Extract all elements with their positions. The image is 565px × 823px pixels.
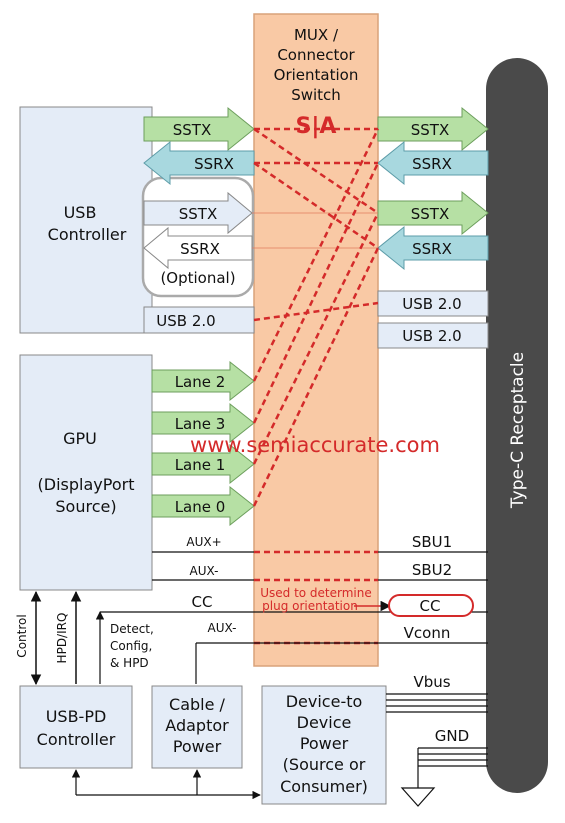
right-ssrx-label-2: SSRX <box>412 240 452 258</box>
lane-1-label: Lane 1 <box>175 456 226 474</box>
vconn-label: Vconn <box>404 624 451 642</box>
left-ssrx-arrow-1 <box>143 140 255 186</box>
right-sstx-label-1: SSTX <box>411 121 449 139</box>
watermark: www.semiaccurate.com <box>190 433 440 457</box>
detect-label-1: Detect, <box>110 622 154 636</box>
cable-power-label-1: Cable / <box>169 695 226 714</box>
right-ssrx-arrow-2 <box>377 225 489 271</box>
cable-adaptor-power-box <box>151 685 243 769</box>
cc-pill <box>388 594 474 617</box>
left-sstx-label-1: SSTX <box>173 121 211 139</box>
cable-power-label-3: Power <box>173 737 222 756</box>
right-usb2-label-2: USB 2.0 <box>402 327 461 345</box>
gnd-lines <box>417 747 488 788</box>
detect-label-2: Config, <box>110 639 152 653</box>
receptacle-label: Type-C Receptacle <box>508 352 528 509</box>
mux-switch <box>253 13 379 667</box>
control-label: Control <box>15 614 29 657</box>
left-sstx-label-2: SSTX <box>179 205 217 223</box>
gpu-label-1: GPU <box>63 429 97 448</box>
gpu-label-3: Source) <box>55 497 116 516</box>
device-power-label-4: (Source or <box>283 755 366 774</box>
mux-title-4: Switch <box>291 86 341 104</box>
mux-title-3: Orientation <box>274 66 359 84</box>
ground-symbol-icon <box>400 787 436 807</box>
mux-title-1: MUX / <box>294 26 339 44</box>
optional-label: (Optional) <box>160 269 235 287</box>
mux-title-2: Connector <box>277 46 355 64</box>
type-c-receptacle <box>486 58 548 793</box>
mux-crossing-lines <box>252 127 380 645</box>
hpd-irq-label: HPD/IRQ <box>55 613 69 664</box>
right-usb2-box-2 <box>377 322 489 349</box>
right-sstx-arrow-1 <box>377 106 489 152</box>
left-ssrx-arrow-2 <box>143 226 253 270</box>
orientation-note-1: Used to determine <box>260 586 372 600</box>
left-ssrx-label-2: SSRX <box>180 240 220 258</box>
vbus-lines <box>386 693 488 713</box>
right-ssrx-label-1: SSRX <box>412 155 452 173</box>
usb-controller-label-2: Controller <box>48 225 127 244</box>
lane-1-arrow <box>151 443 255 485</box>
lane-0-arrow <box>151 485 255 527</box>
aux-minus-label: AUX- <box>190 564 219 578</box>
cable-power-label-2: Adaptor <box>165 716 229 735</box>
usb-controller-label-1: USB <box>64 203 97 222</box>
left-sstx-arrow-1 <box>143 106 255 152</box>
orientation-note-2: plug orientation <box>262 599 358 613</box>
lane-0-label: Lane 0 <box>175 498 226 516</box>
device-power-label-2: Device <box>297 713 352 732</box>
right-usb2-label-1: USB 2.0 <box>402 295 461 313</box>
left-ssrx-label-1: SSRX <box>194 155 234 173</box>
left-sstx-arrow-2 <box>143 191 253 235</box>
device-power-label-3: Power <box>300 734 349 753</box>
detect-label-3: & HPD <box>110 656 149 670</box>
right-ssrx-arrow-1 <box>377 140 489 186</box>
cc-label-left: CC <box>192 593 213 611</box>
device-power-label-1: Device-to <box>286 692 363 711</box>
aux-plus-label: AUX+ <box>186 535 221 549</box>
usb-pd-label-1: USB-PD <box>46 707 107 726</box>
gnd-label: GND <box>435 727 469 745</box>
lane-2-arrow <box>151 360 255 402</box>
gpu-label-2: (DisplayPort <box>38 475 135 494</box>
cc-label-right: CC <box>420 597 441 615</box>
right-sstx-label-2: SSTX <box>411 205 449 223</box>
sbu1-label: SBU1 <box>412 533 452 551</box>
sa-logo: S|A <box>296 114 337 139</box>
right-sstx-arrow-2 <box>377 190 489 236</box>
lane-3-label: Lane 3 <box>175 415 226 433</box>
aux-minus-label-2: AUX- <box>208 621 237 635</box>
left-usb2-label: USB 2.0 <box>156 312 215 330</box>
usb-pd-label-2: Controller <box>37 730 116 749</box>
device-power-box <box>261 685 387 805</box>
lane-2-label: Lane 2 <box>175 373 226 391</box>
vbus-label: Vbus <box>413 673 450 691</box>
sbu2-label: SBU2 <box>412 561 452 579</box>
device-power-label-5: Consumer) <box>280 777 368 796</box>
lane-3-arrow <box>151 402 255 444</box>
gpu-box <box>19 354 153 591</box>
usb-pd-controller-box <box>19 685 133 769</box>
